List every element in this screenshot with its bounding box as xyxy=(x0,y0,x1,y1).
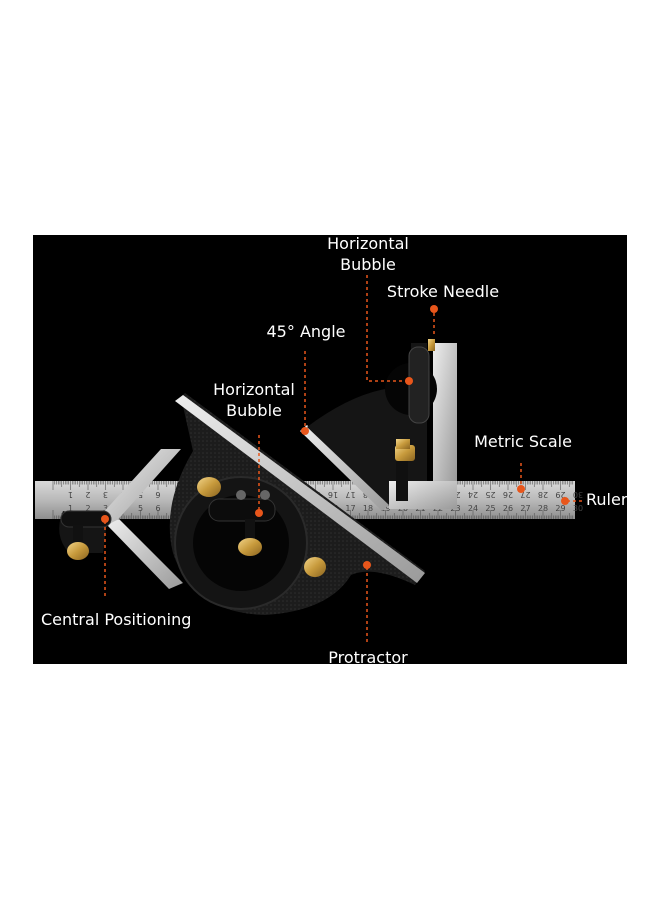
combination-square-illustration: 1234567891011121314151617181920212223242… xyxy=(35,275,583,643)
label-horizontal-bubble-mid-line2: Bubble xyxy=(226,401,282,420)
ruler-number: 25 xyxy=(485,504,495,513)
protractor-head xyxy=(169,393,425,615)
ruler-number: 17 xyxy=(345,490,355,499)
label-stroke-needle: Stroke Needle xyxy=(386,282,500,301)
ruler-number: 24 xyxy=(468,490,478,499)
ruler-number: 25 xyxy=(485,490,495,499)
dot-horizontal-bubble-top xyxy=(405,377,413,385)
square-head xyxy=(300,339,457,511)
label-ruler: Ruler xyxy=(586,490,627,509)
ruler-number: 2 xyxy=(85,504,90,513)
protractor-edge xyxy=(175,395,425,583)
leader-horizontal-bubble-top xyxy=(366,275,409,382)
ruler-number: 24 xyxy=(468,504,478,513)
ruler-number: 26 xyxy=(503,490,513,499)
dot-horizontal-bubble-mid xyxy=(255,509,263,517)
ruler-number: 6 xyxy=(155,490,160,499)
ruler-number: 16 xyxy=(328,490,338,499)
callout-leaders xyxy=(101,275,583,643)
dot-stroke-needle xyxy=(430,305,438,313)
center-head-lock-nut xyxy=(67,542,89,560)
protractor-lock-nut xyxy=(238,538,262,556)
protractor-vial-window xyxy=(260,490,270,500)
ruler-number: 28 xyxy=(538,490,548,499)
label-protractor: Protractor xyxy=(328,648,408,664)
label-horizontal-bubble-mid: Horizontal Bubble xyxy=(207,379,301,421)
label-metric-scale: Metric Scale xyxy=(474,432,572,451)
label-horizontal-bubble-top-line1: Horizontal xyxy=(327,235,409,253)
dot-protractor xyxy=(363,561,371,569)
ruler-number: 27 xyxy=(520,490,530,499)
protractor-level-vial xyxy=(208,498,276,522)
ruler-number: 29 xyxy=(555,504,565,513)
square-lock-screw xyxy=(396,439,410,449)
label-45-angle: 45° Angle xyxy=(266,322,346,341)
square-level-vial xyxy=(408,346,430,424)
ruler-number: 18 xyxy=(363,504,373,513)
square-lock-bolt xyxy=(396,457,408,501)
protractor-knob-right xyxy=(304,557,326,577)
ruler-number: 30 xyxy=(573,490,583,499)
label-horizontal-bubble-top: Horizontal Bubble xyxy=(321,235,415,275)
center-head xyxy=(59,449,183,589)
ruler-number: 26 xyxy=(503,504,513,513)
dot-ruler xyxy=(561,497,569,505)
dot-central-positioning xyxy=(101,515,109,523)
ruler-number: 6 xyxy=(155,504,160,513)
ruler-number: 17 xyxy=(345,504,355,513)
ruler-number: 29 xyxy=(555,490,565,499)
ruler-number: 3 xyxy=(103,504,108,513)
square-head-edge xyxy=(433,343,457,481)
ruler-number: 1 xyxy=(68,504,73,513)
label-horizontal-bubble-top-line2: Bubble xyxy=(340,255,396,274)
diagram-panel: 1234567891011121314151617181920212223242… xyxy=(33,235,627,664)
ruler-number: 1 xyxy=(68,490,73,499)
ruler-number: 3 xyxy=(103,490,108,499)
center-head-clamp xyxy=(60,510,112,528)
protractor-bolt xyxy=(245,519,255,553)
ruler-number: 30 xyxy=(573,504,583,513)
angle-blade xyxy=(300,425,389,511)
protractor-vial-window xyxy=(236,490,246,500)
ruler-number: 5 xyxy=(138,490,143,499)
ruler-number: 5 xyxy=(138,504,143,513)
protractor-knob-left xyxy=(197,477,221,497)
ruler-number: 28 xyxy=(538,504,548,513)
ruler-number: 2 xyxy=(85,490,90,499)
dot-45-angle xyxy=(301,427,309,435)
ruler-number: 19 xyxy=(380,504,390,513)
center-head-blade-upper xyxy=(101,449,181,525)
center-head-blade-lower xyxy=(107,519,183,589)
stroke-needle-pin xyxy=(428,339,435,351)
dot-metric-scale xyxy=(517,485,525,493)
label-central-positioning: Central Positioning xyxy=(41,610,192,629)
ruler-number: 27 xyxy=(520,504,530,513)
center-head-bolt xyxy=(73,525,83,549)
label-horizontal-bubble-mid-line1: Horizontal xyxy=(213,380,295,399)
